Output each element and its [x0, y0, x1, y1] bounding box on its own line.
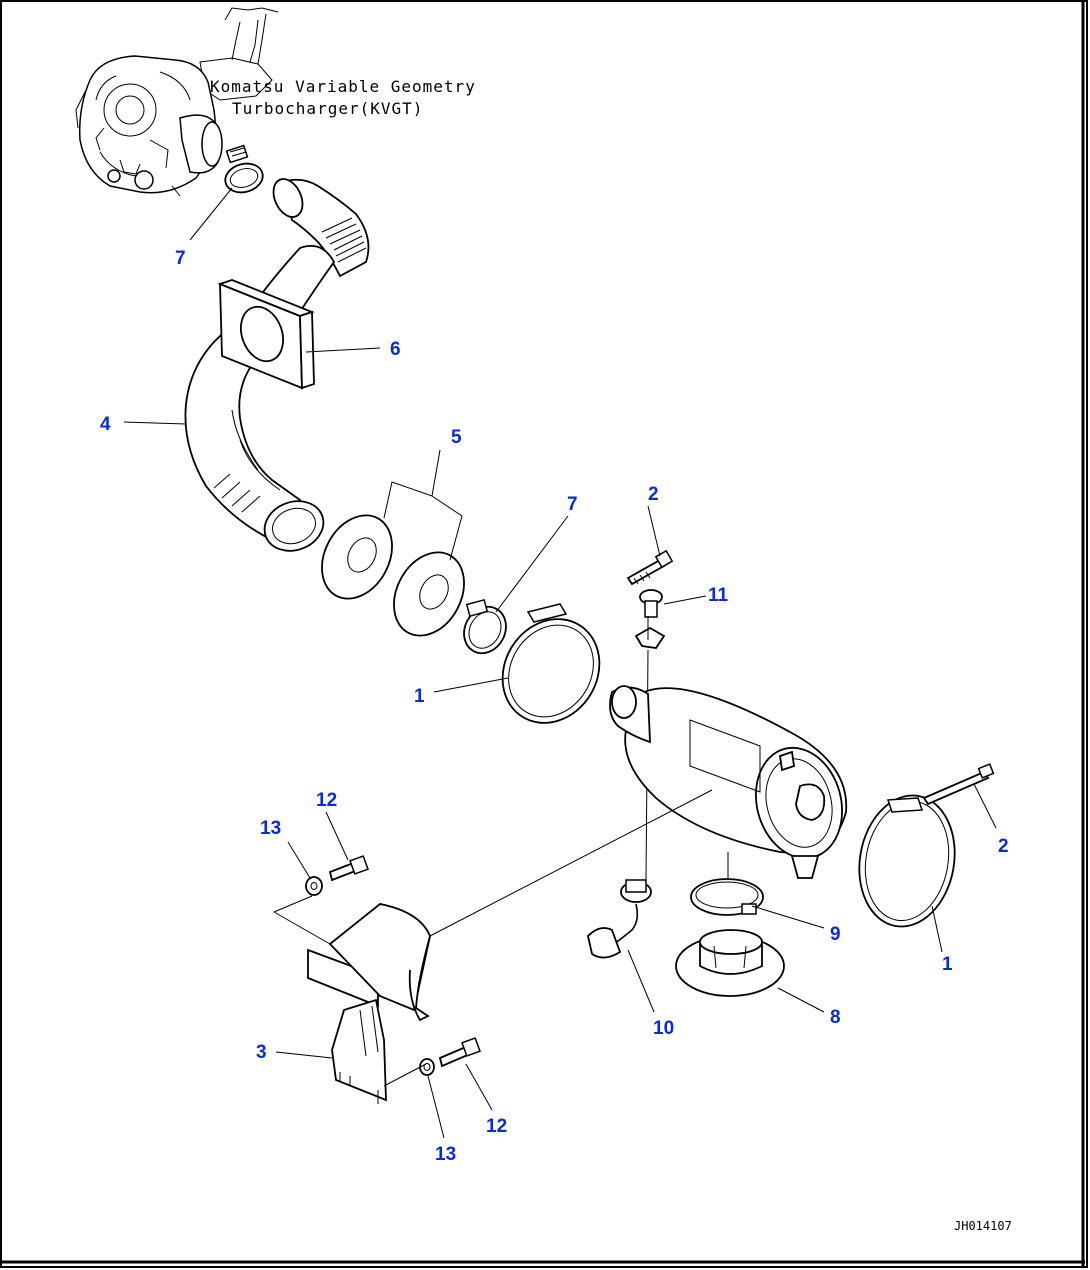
- clamp-bolt-top: [626, 549, 674, 586]
- turbocharger-caption-line1: Komatsu Variable Geometry: [210, 77, 476, 96]
- band-clamp-right: [858, 794, 956, 928]
- dust-cup-clamp: [690, 852, 764, 916]
- callout-10: 10: [653, 1018, 674, 1039]
- callout-8: 8: [830, 1007, 841, 1028]
- callout-13-top: 13: [260, 818, 281, 839]
- dust-cup: [675, 929, 785, 997]
- hose-clamp-top: [224, 144, 264, 194]
- duct-plate: [217, 279, 315, 390]
- bracket-washer-bottom: [419, 1058, 435, 1076]
- rubber-hose: [272, 178, 370, 278]
- bracket-bolt-top: [328, 855, 369, 882]
- assembly-lines: [273, 789, 713, 1087]
- bracket-washer-top: [305, 876, 323, 896]
- callout-12-top: 12: [316, 790, 337, 811]
- clamp-bolt-right: [922, 763, 995, 806]
- callout-12-bottom: 12: [486, 1116, 507, 1137]
- callout-1-right: 1: [942, 954, 953, 975]
- callout-2-right: 2: [998, 836, 1009, 857]
- bracket-bolt-bottom: [438, 1037, 481, 1068]
- turbocharger-caption-line2: Turbocharger(KVGT): [232, 99, 423, 118]
- callout-11: 11: [708, 585, 729, 606]
- leader-lines: [123, 187, 997, 1139]
- air-cleaner-body: [609, 685, 848, 879]
- callout-1-left: 1: [414, 686, 425, 707]
- callout-5: 5: [451, 427, 462, 448]
- callout-2-top: 2: [648, 484, 659, 505]
- callout-3: 3: [256, 1042, 267, 1063]
- drawing-code: JH014107: [954, 1219, 1012, 1233]
- callout-9: 9: [830, 924, 841, 945]
- band-clamp-left: [501, 603, 601, 724]
- air-cleaner-bracket: [307, 902, 432, 1104]
- callout-4: 4: [100, 414, 111, 435]
- callout-6: 6: [390, 339, 401, 360]
- dust-indicator: [587, 879, 652, 959]
- seal-washers: [321, 514, 465, 637]
- evacuator-plug: [634, 589, 666, 881]
- callout-13-bottom: 13: [435, 1144, 456, 1165]
- hose-clamp-middle: [463, 598, 507, 655]
- turbocharger-drawing: [75, 7, 279, 197]
- callout-7-middle: 7: [567, 494, 578, 515]
- callout-7-top: 7: [175, 248, 186, 269]
